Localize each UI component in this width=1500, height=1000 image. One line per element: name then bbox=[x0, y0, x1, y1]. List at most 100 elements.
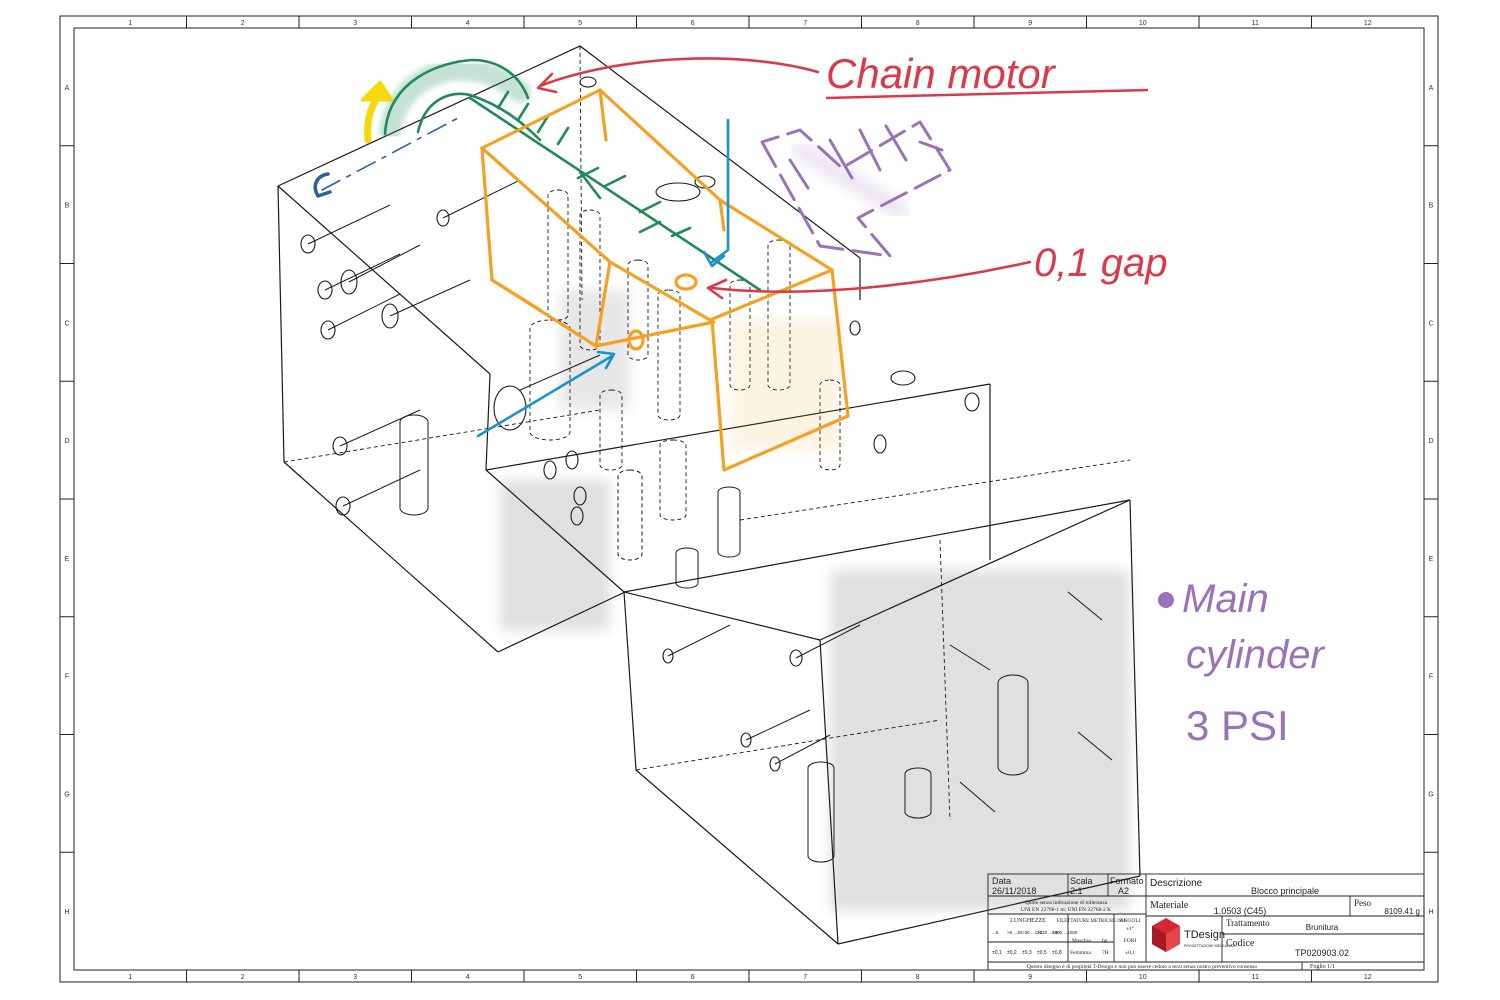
tb-maschio: Maschio bbox=[1072, 938, 1091, 944]
tb-brand-sub: PROGETTAZIONE MECCANICA bbox=[1184, 944, 1236, 948]
surface-shading bbox=[500, 290, 1130, 910]
tb-tolerance-2: UNI EN 22768-1 m; UNI EN 22768-2 K bbox=[1021, 907, 1111, 913]
length-tolerance-cell: ±0,3 bbox=[1022, 950, 1032, 956]
tb-brand: TDesign bbox=[1184, 929, 1225, 941]
tb-materiale-value: 1.0503 (C45) bbox=[1214, 906, 1267, 916]
tb-footer: Questo disegno è di proprietà T-Design e… bbox=[1027, 964, 1258, 970]
tb-length-tolerances: ±0,1 ±0,2 ±0,3 ±0,5 ±0,8 bbox=[992, 950, 1062, 956]
column-label: 11 bbox=[1252, 20, 1259, 27]
length-range-cell: >30 ...120 bbox=[1022, 930, 1043, 935]
tb-materiale-label: Materiale bbox=[1150, 900, 1189, 911]
column-label: 10 bbox=[1139, 20, 1147, 27]
tb-angoli: ANGOLI bbox=[1119, 918, 1140, 924]
row-label: H bbox=[64, 909, 69, 916]
tb-data-label: Data bbox=[992, 876, 1011, 886]
main-block-wireframe bbox=[277, 45, 1141, 945]
chain-motor-underline bbox=[825, 88, 1149, 100]
tb-peso-value: 8109.41 g bbox=[1384, 907, 1420, 916]
tb-trattamento-label: Trattamento bbox=[1226, 918, 1270, 928]
length-tolerance-cell: ±0,1 bbox=[992, 950, 1002, 956]
tb-femmina: Femmina bbox=[1070, 950, 1091, 956]
column-label: 11 bbox=[1252, 974, 1259, 981]
column-label: 5 bbox=[578, 20, 582, 27]
tb-fori: FORI bbox=[1124, 938, 1137, 944]
column-label: 4 bbox=[466, 974, 470, 981]
tb-length-ranges: ...6>6 ...30>30 ...120>120 ...400>400 ..… bbox=[992, 930, 1078, 935]
green-chain-sketch bbox=[383, 58, 762, 292]
column-label: 6 bbox=[691, 974, 695, 981]
label-chain-motor: Chain motor bbox=[826, 50, 1057, 97]
label-gap: 0,1 gap bbox=[1034, 241, 1167, 285]
label-pressure: 3 PSI bbox=[1186, 702, 1289, 749]
row-label: B bbox=[65, 203, 70, 210]
tb-codice-value: TP020903.02 bbox=[1295, 948, 1349, 958]
tb-femmina-value: 7H bbox=[1102, 950, 1109, 956]
tb-trattamento-value: Brunitura bbox=[1306, 923, 1339, 932]
row-label: A bbox=[1429, 85, 1434, 92]
column-label: 1 bbox=[128, 974, 132, 981]
label-main: Main bbox=[1182, 577, 1269, 621]
row-label: E bbox=[1429, 556, 1434, 563]
tb-scala-value: 2:1 bbox=[1070, 886, 1083, 896]
row-label: C bbox=[64, 320, 69, 327]
tb-fori-value: ±0,1 bbox=[1125, 950, 1135, 956]
column-label: 12 bbox=[1364, 974, 1372, 981]
row-label: H bbox=[1428, 909, 1433, 916]
red-leader-arrows bbox=[536, 57, 1032, 300]
title-block bbox=[987, 873, 1425, 971]
tb-formato-value: A2 bbox=[1118, 886, 1129, 896]
tb-filettature: FILETTATURE METRICHE ISO bbox=[1057, 919, 1126, 924]
tb-data-value: 26/11/2018 bbox=[992, 886, 1036, 896]
column-label: 10 bbox=[1139, 974, 1147, 981]
length-tolerance-cell: ±0,2 bbox=[1007, 950, 1017, 956]
length-tolerance-cell: ±0,8 bbox=[1052, 950, 1062, 956]
column-label: 12 bbox=[1364, 20, 1372, 27]
tb-foglio: Foglio 1/1 bbox=[1310, 964, 1335, 970]
tb-lunghezze: LUNGHEZZE bbox=[1010, 918, 1046, 924]
purple-bullet bbox=[1158, 592, 1174, 608]
column-label: 5 bbox=[578, 974, 582, 981]
column-label: 8 bbox=[916, 974, 920, 981]
tdesign-logo bbox=[1152, 918, 1180, 952]
tb-peso-label: Peso bbox=[1354, 898, 1372, 908]
label-cylinder: cylinder bbox=[1186, 633, 1326, 677]
tb-maschio-value: 6g bbox=[1102, 938, 1108, 944]
navy-rotation-arrow bbox=[313, 172, 332, 198]
row-label: D bbox=[64, 438, 69, 445]
row-label: A bbox=[65, 85, 70, 92]
length-range-cell: >6 ...30 bbox=[1007, 930, 1023, 935]
tb-codice-label: Codice bbox=[1226, 938, 1255, 949]
purple-pressure-arrow bbox=[760, 120, 952, 258]
column-label: 2 bbox=[241, 20, 245, 27]
length-range-cell: >120 ...400 bbox=[1037, 930, 1060, 935]
column-label: 8 bbox=[916, 20, 920, 27]
tb-tolerance-1: Quote senza indicazione di tolleranza bbox=[1025, 900, 1108, 906]
column-label: 1 bbox=[128, 20, 132, 27]
row-label: D bbox=[1428, 438, 1433, 445]
column-label: 4 bbox=[466, 20, 470, 27]
row-label: B bbox=[1429, 203, 1434, 210]
column-label: 3 bbox=[353, 974, 357, 981]
column-label: 6 bbox=[691, 20, 695, 27]
row-label: C bbox=[1428, 320, 1433, 327]
column-label: 7 bbox=[803, 974, 807, 981]
title-block-text: Data 26/11/2018 Scala 2:1 Formato A2 Quo… bbox=[992, 876, 1420, 970]
length-tolerance-cell: ±0,5 bbox=[1037, 950, 1047, 956]
handwritten-labels: Chain motor 0,1 gap Main cylinder 3 PSI bbox=[825, 50, 1326, 749]
tb-descrizione-value: Blocco principale bbox=[1251, 886, 1319, 896]
column-label: 3 bbox=[353, 20, 357, 27]
row-label: F bbox=[65, 674, 69, 681]
column-label: 7 bbox=[803, 20, 807, 27]
row-label: G bbox=[64, 791, 69, 798]
sketch-annotations bbox=[313, 57, 1174, 608]
tb-angoli-value: ±1° bbox=[1126, 925, 1134, 932]
length-range-cell: >400 ...1000 bbox=[1052, 930, 1078, 935]
green-highlight bbox=[379, 58, 531, 141]
row-label: G bbox=[1428, 791, 1433, 798]
row-label: E bbox=[65, 556, 70, 563]
column-label: 9 bbox=[1028, 974, 1032, 981]
